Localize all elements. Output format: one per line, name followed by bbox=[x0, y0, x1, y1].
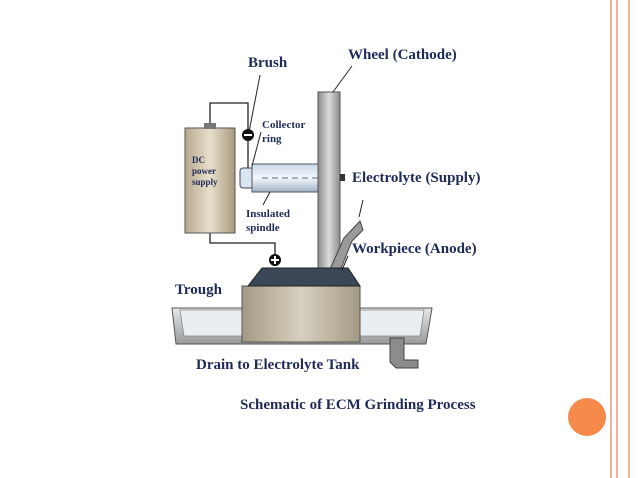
slide-border-stripe bbox=[628, 0, 630, 478]
drain-label: Drain to Electrolyte Tank bbox=[196, 357, 360, 373]
circuit-wires bbox=[209, 102, 276, 258]
insulated-spindle-label: Insulated spindle bbox=[246, 208, 291, 234]
collector-ring-label: Collector ring bbox=[262, 119, 306, 145]
slide-accent-dot bbox=[568, 398, 606, 436]
diagram-caption: Schematic of ECM Grinding Process bbox=[240, 397, 476, 413]
dc-power-supply bbox=[184, 123, 236, 234]
work-holding-block bbox=[241, 285, 361, 343]
brush-label: Brush bbox=[248, 55, 288, 71]
wheel-cathode-label: Wheel (Cathode) bbox=[348, 47, 457, 63]
negative-terminal-icon bbox=[242, 129, 254, 141]
dc-power-supply-label: DC power supply bbox=[192, 155, 218, 187]
grinding-wheel bbox=[317, 91, 341, 277]
workpiece-anode-label: Workpiece (Anode) bbox=[352, 241, 477, 257]
leader-lines bbox=[248, 65, 364, 271]
nozzle-tip bbox=[340, 174, 345, 181]
workpiece bbox=[246, 267, 361, 287]
positive-terminal-icon bbox=[269, 254, 281, 266]
slide-border-stripe bbox=[610, 0, 612, 478]
electrolyte-supply-label: Electrolyte (Supply) bbox=[352, 170, 481, 186]
trough-label: Trough bbox=[175, 282, 222, 298]
slide-border-stripe bbox=[616, 0, 618, 478]
